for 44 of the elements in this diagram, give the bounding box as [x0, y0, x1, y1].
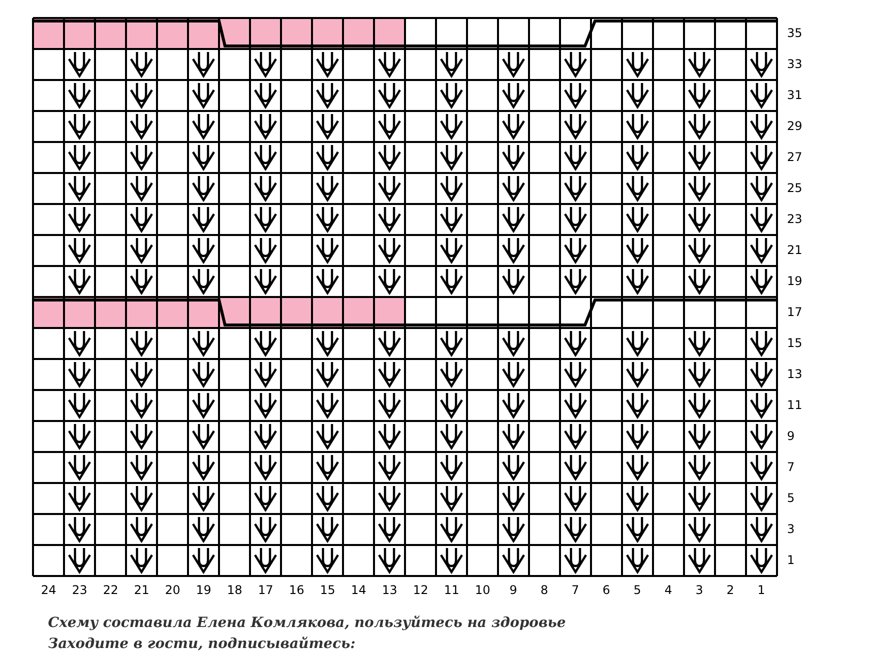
column-number: 17 [258, 583, 274, 597]
column-number: 6 [602, 583, 610, 597]
column-number: 11 [444, 583, 460, 597]
column-number: 8 [540, 583, 548, 597]
author-note: Схему составила Елена Комлякова, пользуйтесь на здоровье [48, 615, 566, 631]
row-number: 19 [787, 274, 802, 288]
row-number: 5 [787, 491, 795, 505]
row-number: 23 [787, 212, 802, 226]
column-number: 24 [41, 583, 56, 597]
column-number: 2 [726, 583, 734, 597]
column-number: 9 [510, 583, 518, 597]
column-number: 19 [196, 583, 212, 597]
row-number: 1 [787, 553, 795, 567]
column-number: 22 [103, 583, 118, 597]
column-number: 15 [320, 583, 336, 597]
column-number: 13 [382, 583, 398, 597]
column-number: 3 [696, 583, 704, 597]
row-number: 29 [787, 119, 802, 133]
invitation-note: Заходите в гости, подписывайтесь: [48, 636, 356, 652]
column-number: 16 [289, 583, 304, 597]
row-number: 27 [787, 150, 802, 164]
row-number: 13 [787, 367, 802, 381]
row-number: 33 [787, 57, 802, 71]
column-number: 1 [758, 583, 766, 597]
row-number: 25 [787, 181, 802, 195]
row-number: 7 [787, 460, 795, 474]
row-number: 21 [787, 243, 802, 257]
column-number: 23 [72, 583, 88, 597]
column-number: 7 [572, 583, 580, 597]
column-number: 20 [165, 583, 180, 597]
row-number: 15 [787, 336, 802, 350]
column-number: 4 [664, 583, 672, 597]
column-number: 18 [227, 583, 242, 597]
column-number: 5 [634, 583, 642, 597]
row-number: 3 [787, 522, 795, 536]
column-number: 12 [413, 583, 428, 597]
row-number: 31 [787, 88, 802, 102]
column-number: 14 [351, 583, 366, 597]
row-number: 35 [787, 26, 802, 40]
column-number: 21 [134, 583, 150, 597]
row-number: 17 [787, 305, 802, 319]
row-number: 11 [787, 398, 802, 412]
column-number: 10 [475, 583, 490, 597]
row-number: 9 [787, 429, 795, 443]
